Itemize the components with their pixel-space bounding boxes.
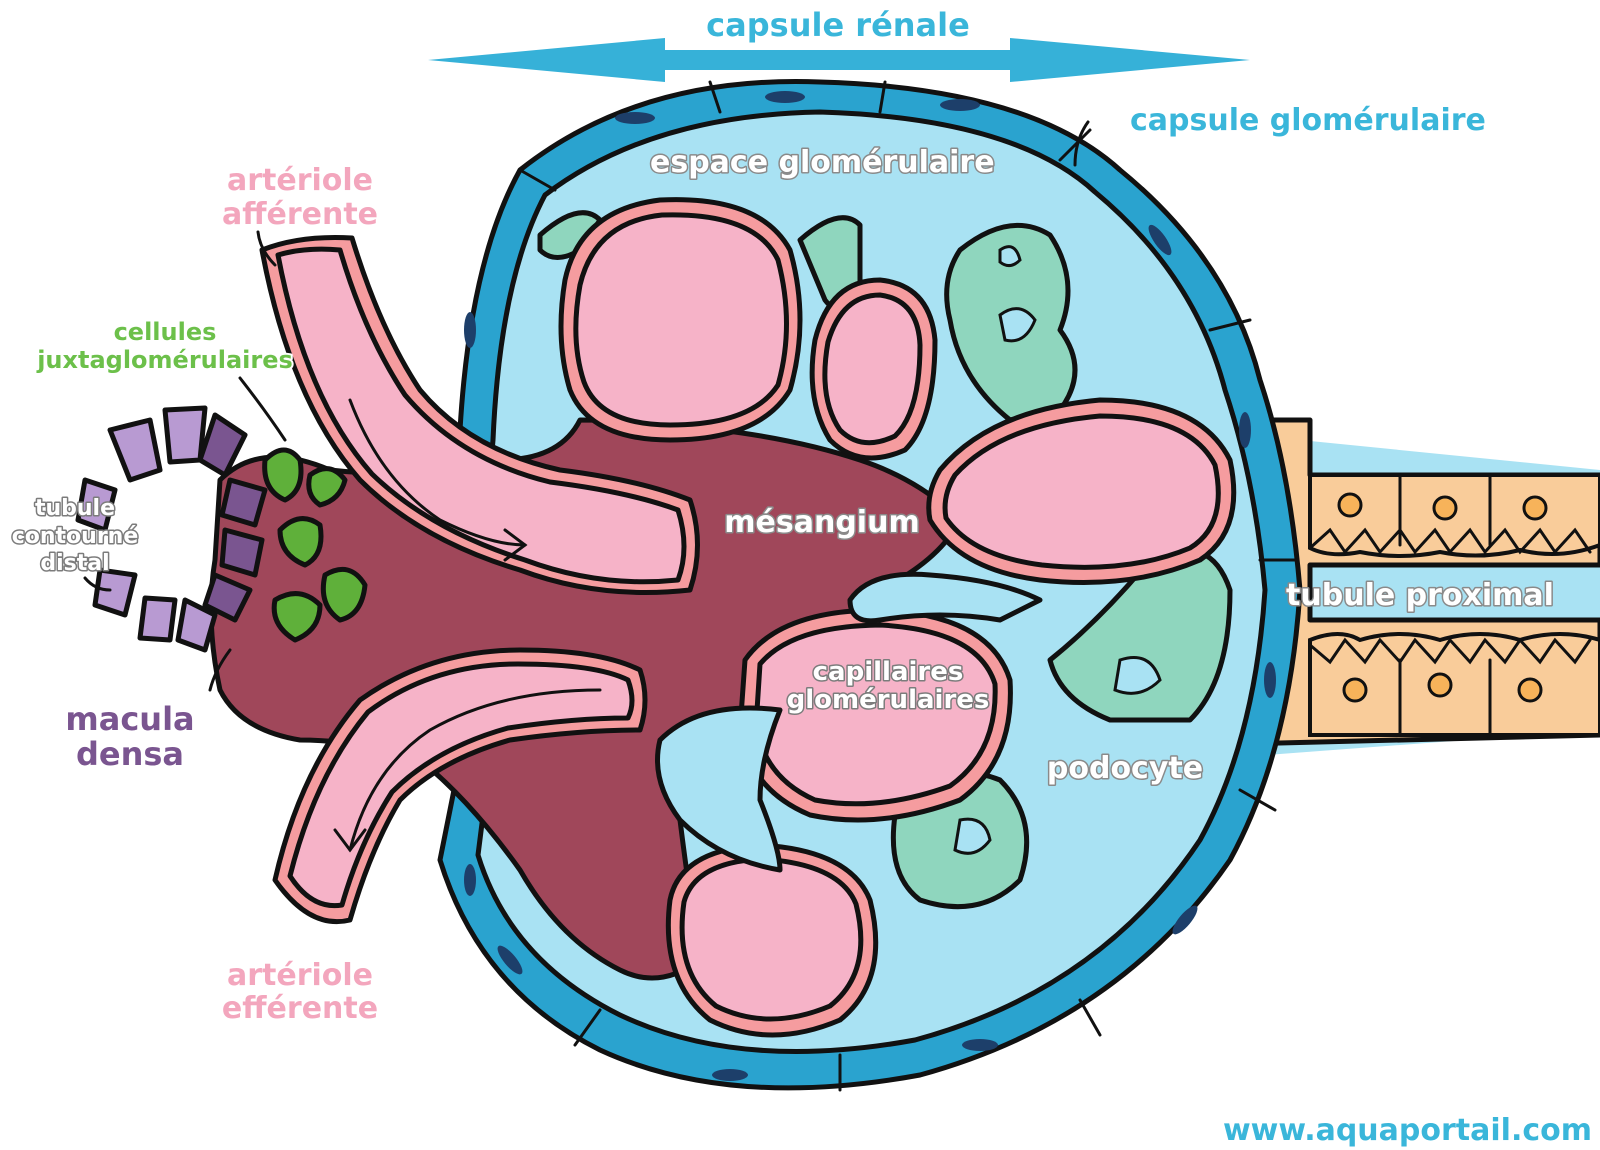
- label-capsule-glomerulaire: capsule glomérulaire: [1130, 103, 1486, 138]
- label-macula-2: densa: [76, 735, 184, 773]
- label-arteriole-efferente-2: efférente: [222, 991, 378, 1026]
- label-tubule-distal-1: tubule: [35, 496, 115, 521]
- label-capsule-renale: capsule rénale: [706, 6, 970, 44]
- label-espace-glomerulaire: espace glomérulaire: [650, 145, 995, 180]
- label-capillaires-2: glomérulaires: [787, 685, 990, 715]
- label-arteriole-afferente-1: artériole: [227, 163, 373, 198]
- label-cellules-jg-2: juxtaglomérulaires: [36, 346, 293, 374]
- label-tubule-proximal: tubule proximal: [1286, 578, 1554, 613]
- label-arteriole-afferente-2: afférente: [222, 197, 378, 232]
- label-mesangium: mésangium: [724, 505, 919, 540]
- label-arteriole-efferente-1: artériole: [227, 958, 373, 993]
- label-website[interactable]: www.aquaportail.com: [1223, 1113, 1592, 1148]
- label-tubule-distal-3: distal: [40, 551, 109, 576]
- label-macula-1: macula: [65, 700, 194, 738]
- label-podocyte: podocyte: [1047, 751, 1203, 786]
- label-tubule-distal-2: contourné: [12, 524, 139, 549]
- label-cellules-jg-1: cellules: [114, 318, 217, 346]
- capsule-renale-arrow: [428, 38, 1250, 82]
- label-capillaires-1: capillaires: [813, 657, 964, 687]
